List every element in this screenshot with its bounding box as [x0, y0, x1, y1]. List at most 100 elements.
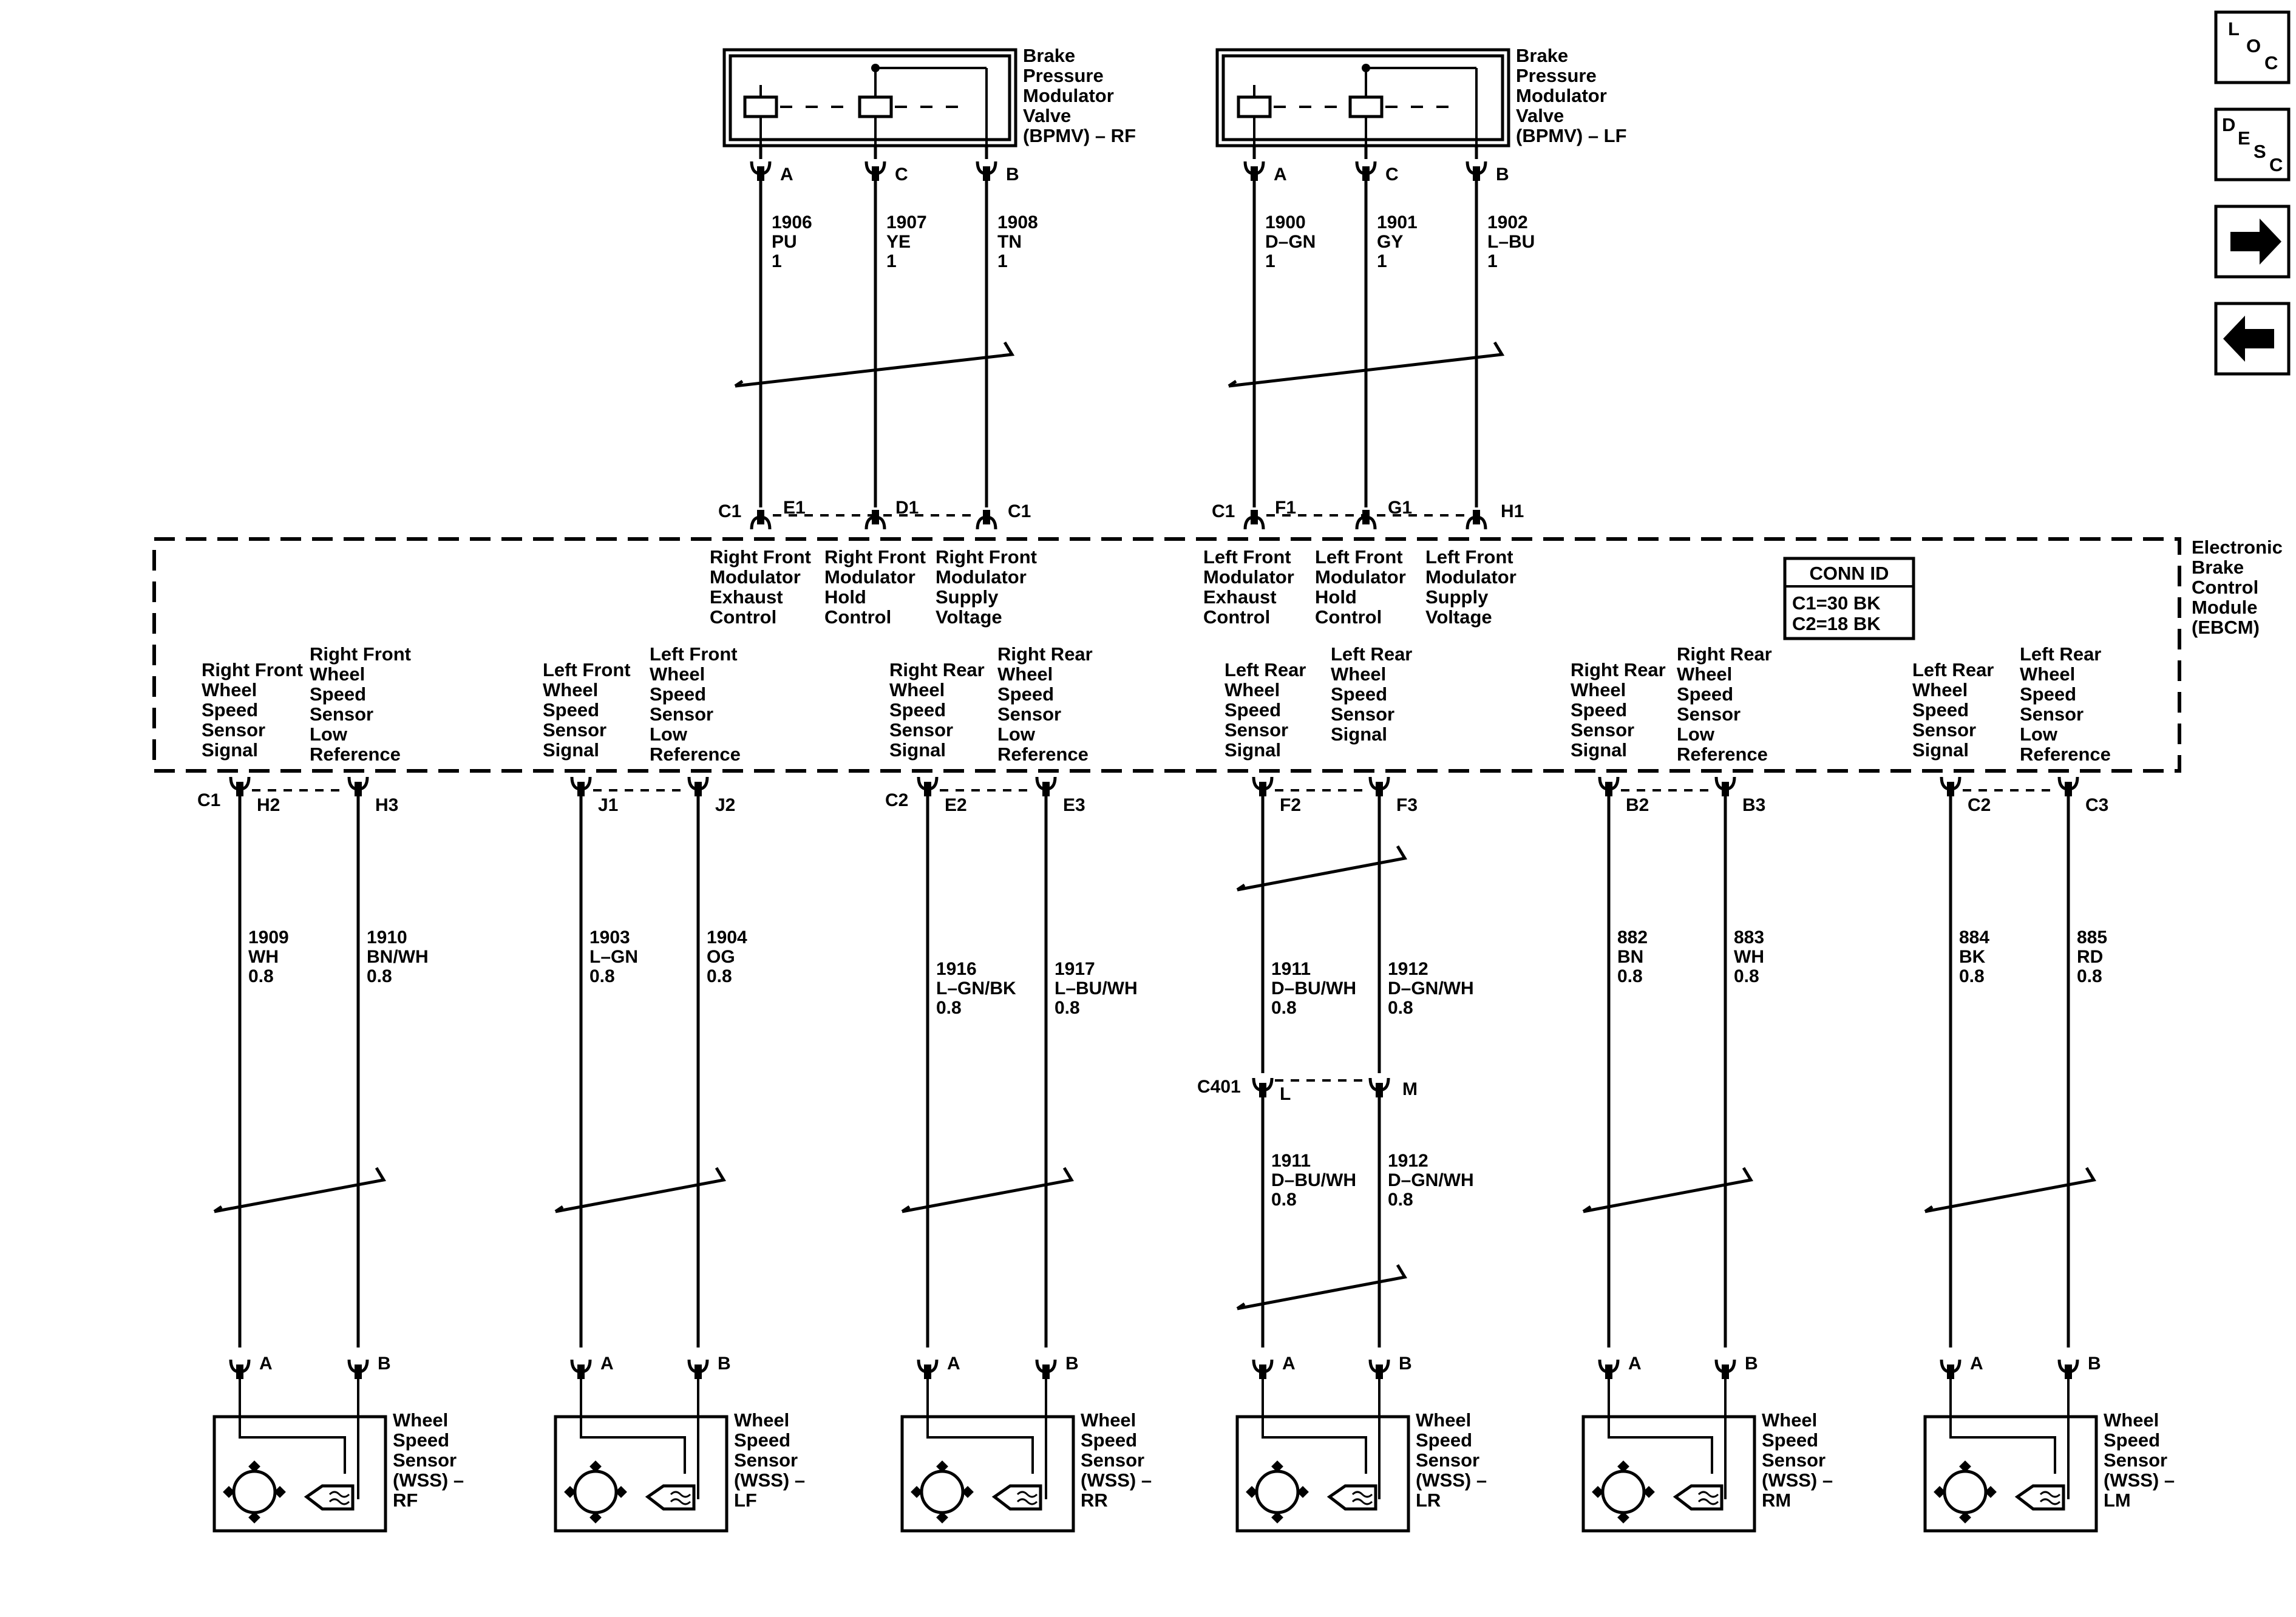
wss-label: RF — [393, 1490, 418, 1511]
ebcm-function-label: Wheel — [202, 679, 257, 700]
ebcm-pin-label: H3 — [375, 795, 398, 815]
ebcm-function-label: Speed — [997, 683, 1054, 705]
ebcm-pin — [347, 776, 369, 796]
wire-color: L–GN/BK — [936, 978, 1016, 998]
bpmv-label: Valve — [1023, 105, 1071, 126]
arrow-left-icon[interactable] — [2223, 316, 2274, 362]
ebcm-function-label: Speed — [1224, 699, 1281, 720]
loc-button-frame[interactable] — [2214, 10, 2291, 84]
bpmv-terminal-label: A — [780, 164, 793, 185]
bpmv-terminal — [750, 161, 772, 181]
ebcm-pin-pin — [1722, 782, 1729, 796]
ebcm-pin — [917, 776, 939, 796]
ebcm-pin — [2057, 776, 2079, 796]
loc-button[interactable]: LOC — [2214, 10, 2291, 84]
wss-label: LF — [734, 1490, 757, 1511]
wss-terminal-pin — [924, 1364, 931, 1379]
ebcm-function-label: Signal — [1224, 739, 1281, 761]
ebcm-pin-label: C3 — [2085, 795, 2108, 815]
ebcm-function-label: Reference — [650, 744, 741, 765]
bpmv-housing-inner — [1221, 54, 1504, 141]
solenoid-coil — [1348, 95, 1384, 118]
ebcm-conn-label: C2 — [885, 790, 908, 810]
ebcm-function-label: Wheel — [1677, 663, 1732, 685]
wss-terminal-pin — [236, 1364, 243, 1379]
wss-label: (WSS) – — [1762, 1470, 1833, 1491]
desc-letter: D — [2222, 114, 2235, 135]
ebcm-pin — [1355, 510, 1377, 530]
ebcm-function-label: Wheel — [1331, 663, 1386, 685]
ebcm-pin-pin — [1259, 782, 1266, 796]
wss-terminal — [917, 1359, 939, 1379]
solenoid-coil — [743, 95, 778, 118]
ebcm-pin-pin — [983, 510, 990, 524]
wire-size: 1 — [997, 251, 1008, 271]
wss-label: (WSS) – — [1081, 1470, 1152, 1491]
bpmv-junction — [871, 64, 880, 72]
bpmv-terminal-pin — [872, 166, 879, 181]
ebcm-function-label: Speed — [650, 683, 706, 705]
bpmv-terminal — [1355, 161, 1377, 181]
ebcm-function-label: Reference — [1677, 744, 1768, 765]
ebcm-function-label: Control — [710, 606, 776, 628]
tone-ring-icon — [920, 1470, 965, 1514]
wire-color: BK — [1959, 947, 1986, 967]
ebcm-function-label: Sensor — [997, 703, 1061, 725]
wss-terminal-label: A — [259, 1354, 273, 1374]
wire-color: OG — [707, 947, 735, 967]
wire-circuit: 1907 — [886, 212, 927, 232]
wire-circuit: 1901 — [1377, 212, 1418, 232]
ebcm-pin-label: C2 — [1968, 795, 1991, 815]
wire-color: GY — [1377, 232, 1403, 252]
wss-label: Sensor — [1416, 1449, 1479, 1471]
ebcm-function-label: Voltage — [936, 606, 1002, 628]
ebcm-pin — [1940, 776, 1961, 796]
tone-ring-icon — [573, 1470, 618, 1514]
back-button[interactable] — [2214, 302, 2291, 376]
ebcm-function-label: Hold — [824, 586, 866, 608]
wss-label: Wheel — [1762, 1409, 1817, 1431]
wss-terminal-label: B — [1745, 1354, 1758, 1374]
wire-break — [1236, 1264, 1407, 1310]
wss-label: (WSS) – — [734, 1470, 805, 1491]
wire-size: 0.8 — [1617, 966, 1643, 986]
wire-circuit: 1912 — [1388, 959, 1428, 979]
ebcm-pin-label: J1 — [598, 795, 618, 815]
bpmv-housing-inner — [729, 54, 1011, 141]
wss-label: Speed — [1416, 1429, 1472, 1451]
wss-label: LM — [2104, 1490, 2131, 1511]
inline-connector-pin — [1252, 1077, 1274, 1097]
wss-label: Speed — [1081, 1429, 1137, 1451]
tone-ring-tooth — [1592, 1486, 1604, 1498]
ebcm-function-label: Right Front — [310, 643, 411, 665]
wss-terminal-label: B — [718, 1354, 731, 1374]
ebcm-function-label: Sensor — [1224, 719, 1288, 741]
bpmv-terminal-pin — [983, 166, 990, 181]
arrow-right-icon[interactable] — [2230, 219, 2281, 265]
wire-size: 0.8 — [2077, 966, 2102, 986]
conn-id-row: C2=18 BK — [1792, 613, 1881, 634]
wss-terminal — [1714, 1359, 1736, 1379]
wire-break — [1236, 1264, 1407, 1310]
ebcm-function-label: Right Front — [936, 546, 1037, 568]
wss-label: Speed — [393, 1429, 449, 1451]
ebcm-function-label: Modulator — [1203, 566, 1294, 588]
ebcm-function-label: Speed — [889, 699, 946, 720]
ebcm-function-label: Sensor — [1331, 703, 1394, 725]
ebcm-function-label: Exhaust — [710, 586, 783, 608]
wss-label: Speed — [2104, 1429, 2160, 1451]
forward-button[interactable] — [2214, 205, 2291, 279]
wire-break — [734, 341, 1015, 388]
ebcm-function-label: Sensor — [310, 703, 373, 725]
ebcm-pin — [1035, 776, 1057, 796]
tone-ring-tooth — [248, 1460, 260, 1473]
wire-break — [1236, 845, 1407, 892]
desc-button-frame[interactable] — [2214, 107, 2291, 181]
conn-id-row: C1=30 BK — [1792, 592, 1881, 614]
wss-label: Speed — [734, 1429, 790, 1451]
